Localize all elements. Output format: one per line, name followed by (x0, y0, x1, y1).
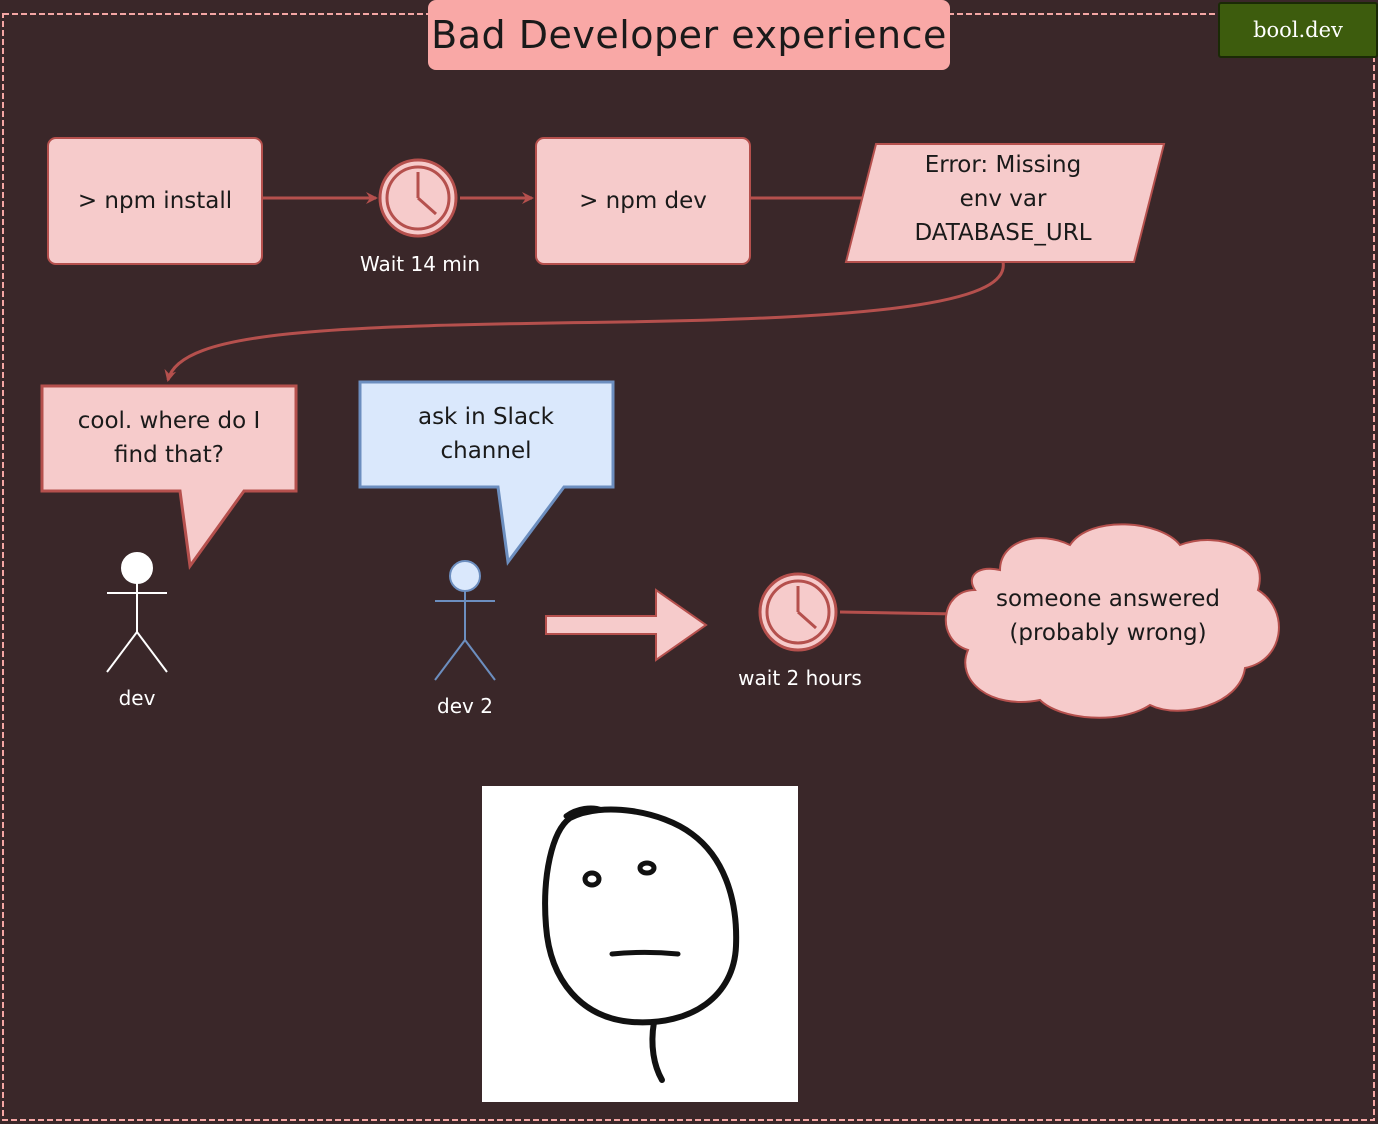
error-shape (844, 143, 1166, 263)
wait-install-label: Wait 14 min (359, 252, 481, 276)
npm-install-label: > npm install (77, 188, 233, 214)
dev2-bubble-line: channel (440, 438, 532, 464)
error-line: env var (959, 186, 1047, 212)
answer-line: someone answered (995, 586, 1221, 612)
npm-install-box: > npm install (47, 137, 263, 265)
curve-error-to-dev-bubble (164, 261, 1005, 382)
brand-badge: bool.dev (1218, 2, 1378, 58)
dev-actor-icon (106, 552, 168, 673)
dev2-label: dev 2 (437, 694, 493, 718)
dev-bubble-line: cool. where do I (77, 408, 261, 434)
block-arrow-icon (545, 588, 708, 662)
dev2-bubble-text: ask in Slack channel (362, 400, 610, 468)
dev-label: dev (118, 686, 156, 710)
dev2-speech-bubble (358, 380, 615, 566)
answer-cloud-shape (944, 523, 1280, 719)
page-title: Bad Developer experience (428, 0, 950, 70)
npm-dev-box: > npm dev (535, 137, 751, 265)
arrow-wait-to-answer (839, 607, 960, 620)
dev-speech-bubble (40, 384, 298, 570)
dev2-actor-icon (434, 560, 496, 681)
npm-dev-label: > npm dev (579, 188, 707, 214)
dev-bubble-text: cool. where do I find that? (46, 404, 292, 472)
answer-text: someone answered (probably wrong) (960, 582, 1256, 650)
clock-icon (378, 158, 458, 238)
clock-icon-2 (758, 572, 838, 652)
dev-bubble-line: find that? (114, 442, 224, 468)
error-text: Error: Missing env var DATABASE_URL (860, 148, 1146, 250)
dev2-bubble-line: ask in Slack (417, 404, 555, 430)
poker-face-icon (542, 805, 740, 1083)
error-line: Error: Missing (924, 152, 1082, 178)
poker-face-image (482, 786, 798, 1102)
wait-answer-label: wait 2 hours (738, 666, 862, 690)
answer-line: (probably wrong) (1009, 620, 1207, 646)
error-line: DATABASE_URL (914, 220, 1092, 246)
